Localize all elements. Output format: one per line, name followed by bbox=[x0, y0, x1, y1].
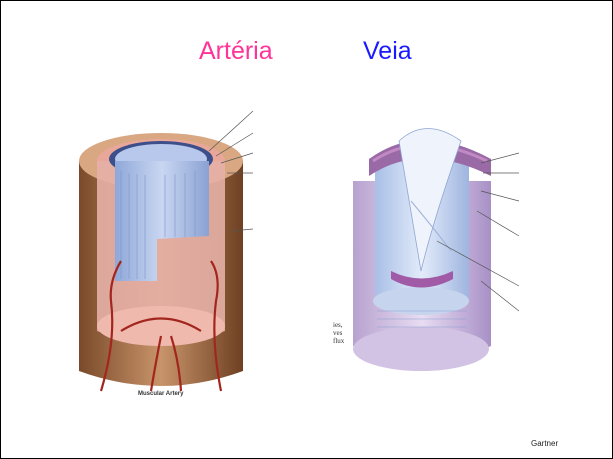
title-vein: Veia bbox=[363, 37, 412, 66]
vein-text-fragment: flux bbox=[333, 337, 344, 345]
vein-illustration bbox=[341, 101, 521, 391]
artery-illustration bbox=[61, 101, 261, 401]
artery-caption: Muscular Artery bbox=[138, 391, 183, 397]
credit-label: Gartner bbox=[531, 439, 558, 448]
vein-text-fragment: ves bbox=[333, 329, 342, 337]
title-artery: Artéria bbox=[199, 37, 273, 66]
vein-text-fragment: ies, bbox=[333, 321, 343, 329]
